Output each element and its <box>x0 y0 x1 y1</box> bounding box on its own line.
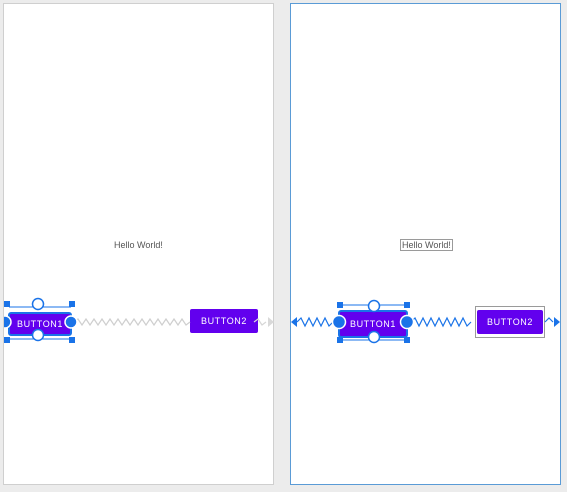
resize-handle[interactable] <box>337 302 343 308</box>
right-constraint-arrow-icon <box>554 317 560 327</box>
right-anchor-handle[interactable] <box>399 314 415 330</box>
top-anchor-handle[interactable] <box>367 299 381 313</box>
button2[interactable]: BUTTON2 <box>190 309 258 333</box>
left-anchor-handle[interactable] <box>4 315 12 329</box>
left-constraint-arrow-icon <box>291 317 297 327</box>
resize-handle[interactable] <box>69 301 75 307</box>
chain-constraint-zigzag <box>410 316 472 328</box>
blueprint-view-pane[interactable]: Hello World! BUTTON2 BUTTON1 <box>290 3 561 485</box>
resize-handle[interactable] <box>404 302 410 308</box>
design-constraint-overlay <box>4 297 274 343</box>
resize-handle[interactable] <box>4 337 10 343</box>
hello-world-textview[interactable]: Hello World! <box>114 240 163 250</box>
design-view-pane[interactable]: Hello World! BUTTON2 BUTTON1 <box>3 3 274 485</box>
constraint-arrow-icon <box>268 317 274 327</box>
blueprint-constraint-overlay <box>291 299 560 344</box>
button1-selected[interactable]: BUTTON1 <box>8 312 72 336</box>
chain-constraint-zigzag <box>73 317 191 327</box>
left-anchor-handle[interactable] <box>331 314 347 330</box>
right-constraint-zigzag <box>544 317 554 323</box>
left-constraint-zigzag <box>296 316 334 328</box>
resize-handle[interactable] <box>4 301 10 307</box>
hello-world-textview[interactable]: Hello World! <box>400 239 453 251</box>
resize-handle[interactable] <box>404 337 410 343</box>
button2-bounds <box>475 306 545 338</box>
top-anchor-handle[interactable] <box>31 297 45 311</box>
bottom-anchor-handle[interactable] <box>367 330 381 344</box>
chain-constraint-zigzag-end <box>253 318 267 326</box>
button2[interactable]: BUTTON2 <box>477 310 543 334</box>
resize-handle[interactable] <box>69 337 75 343</box>
bottom-anchor-handle[interactable] <box>31 328 45 342</box>
right-anchor-handle[interactable] <box>64 315 78 329</box>
resize-handle[interactable] <box>337 337 343 343</box>
